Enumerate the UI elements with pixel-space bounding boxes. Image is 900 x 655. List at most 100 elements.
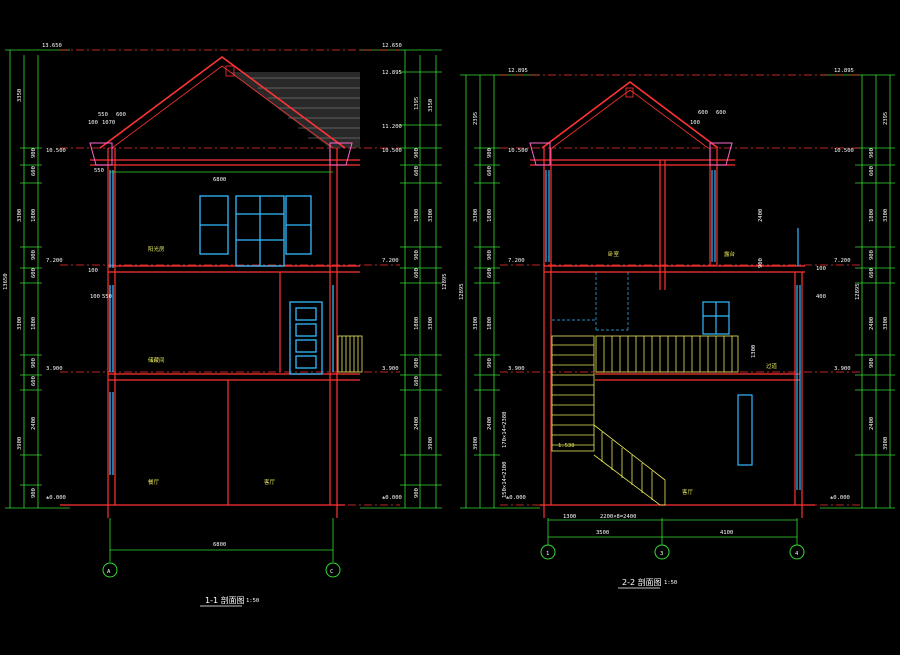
terrace-railing bbox=[595, 335, 739, 373]
elev2-right-1: 10.500 bbox=[834, 148, 854, 154]
axis-lines-2 bbox=[547, 518, 798, 545]
elev-right-6: ±0.000 bbox=[382, 495, 402, 501]
small-dims-2: 600 600 100 2400 900 100 1300 400 bbox=[690, 110, 826, 358]
dim-left-1: 900 bbox=[31, 148, 37, 158]
dims2-left: 2395 900 600 3300 1800 900 600 3300 1800… bbox=[459, 112, 575, 498]
dim-left-5: 900 bbox=[31, 250, 37, 260]
dimension-lines-left-2 bbox=[460, 74, 540, 509]
small-dim-4: 550 bbox=[94, 168, 104, 174]
elev2-left-2: 7.200 bbox=[508, 258, 525, 264]
dim2-left-10: 3900 bbox=[473, 437, 479, 450]
dim2-right-1: 900 bbox=[869, 148, 875, 158]
elev2-left-3: 3.900 bbox=[508, 366, 525, 372]
dimension-lines-left bbox=[5, 49, 70, 509]
small-dim-6: 100 bbox=[90, 294, 100, 300]
dim2-right-6: 600 bbox=[869, 268, 875, 278]
room-label-corridor: 过道 bbox=[766, 362, 778, 370]
dim-left-0: 3350 bbox=[17, 89, 23, 102]
axis-bubble-a bbox=[102, 562, 118, 578]
dim2-left-5: 900 bbox=[487, 250, 493, 260]
small-dim-7: 550 bbox=[102, 294, 112, 300]
dim2-left-2: 600 bbox=[487, 166, 493, 176]
dim-right-9: 1800 bbox=[414, 317, 420, 330]
dim-right-2: 900 bbox=[414, 148, 420, 158]
dim2-left-0: 2395 bbox=[473, 112, 479, 125]
small2-dim-7: 400 bbox=[816, 294, 826, 300]
elev-left-0: 13.650 bbox=[42, 43, 62, 49]
axis-label-4: 4 bbox=[795, 551, 799, 557]
small-dim-2: 100 bbox=[88, 120, 98, 126]
walls bbox=[60, 148, 360, 518]
bottom-dimension: 6800 bbox=[213, 542, 226, 548]
dim2-left-8: 1800 bbox=[487, 317, 493, 330]
small-dims: 550 600 100 1070 550 100 100 550 bbox=[88, 112, 126, 300]
small2-dim-6: 1300 bbox=[751, 345, 757, 358]
small2-dim-4: 900 bbox=[758, 258, 764, 268]
elev-right-3: 10.500 bbox=[382, 148, 402, 154]
elev-right-0: 12.650 bbox=[382, 43, 402, 49]
dim-right-8: 3300 bbox=[428, 317, 434, 330]
dims-left-col1: 3350 900 600 3300 1800 900 600 3300 1800… bbox=[3, 89, 37, 498]
elev2-left-4: ±0.000 bbox=[506, 495, 526, 501]
axis-label-c: C bbox=[330, 569, 333, 575]
dim-total-right: 12895 bbox=[442, 273, 448, 290]
balcony-railing bbox=[337, 335, 363, 373]
dim2-right-9: 900 bbox=[869, 358, 875, 368]
dim2-right-10: 3900 bbox=[883, 437, 889, 450]
section-1-title: 1-1 剖面图 bbox=[205, 595, 245, 605]
axis-bubble-c bbox=[325, 562, 341, 578]
bottom-dim-1: 4100 bbox=[720, 530, 733, 536]
dim2-left-7: 3300 bbox=[473, 317, 479, 330]
section-2-scale: 1:50 bbox=[664, 580, 677, 586]
room-label-sunroom: 阳光房 bbox=[148, 245, 165, 253]
stairs bbox=[551, 335, 666, 506]
dim2-right-2: 600 bbox=[869, 166, 875, 176]
dim-right-14: 900 bbox=[414, 488, 420, 498]
dimension-lines-right bbox=[360, 49, 442, 509]
dim2-right-4: 1800 bbox=[869, 209, 875, 222]
section-2-title: 2-2 剖面图 bbox=[622, 577, 662, 587]
dim2-right-3: 3300 bbox=[883, 209, 889, 222]
dim-left-6: 600 bbox=[31, 268, 37, 278]
dims2-right: 2395 900 600 3300 1800 900 600 3300 2400… bbox=[855, 112, 889, 450]
room-label-living-2: 客厅 bbox=[682, 488, 694, 496]
dim-right-11: 600 bbox=[414, 376, 420, 386]
small2-dim-5: 100 bbox=[816, 266, 826, 272]
small-dim-5: 100 bbox=[88, 268, 98, 274]
section-2-2: 1 3 4 3500 4100 1300 2200×8=2400 卧室 露台 客… bbox=[459, 68, 895, 589]
walls-2 bbox=[530, 148, 815, 518]
elev2-right-3: 3.900 bbox=[834, 366, 851, 372]
hidden-lines bbox=[552, 272, 629, 331]
stair-dim-2: 1.530 bbox=[558, 443, 575, 449]
dim-right-4: 3300 bbox=[428, 209, 434, 222]
room-label-dining: 餐厅 bbox=[148, 478, 160, 486]
roof bbox=[99, 56, 360, 149]
elev-right-2: 11.200 bbox=[382, 124, 402, 130]
elev2-left-0: 12.895 bbox=[508, 68, 528, 74]
dims-right: 3350 1395 900 600 3300 1800 900 600 3300… bbox=[414, 97, 448, 498]
dim2-left-11: 2400 bbox=[487, 417, 493, 430]
axis-lines bbox=[109, 171, 334, 562]
dim2-right-8: 2400 bbox=[869, 317, 875, 330]
dim-right-1: 1395 bbox=[414, 97, 420, 110]
room-label-terrace: 露台 bbox=[724, 250, 736, 258]
dim2-right-11: 2400 bbox=[869, 417, 875, 430]
elev-right-5: 3.900 bbox=[382, 366, 399, 372]
section-1-scale: 1:50 bbox=[246, 598, 259, 604]
dimension-lines-right-2 bbox=[820, 74, 895, 509]
axis-label-a: A bbox=[107, 569, 111, 575]
elev-left-3: 3.900 bbox=[46, 366, 63, 372]
windows-2 bbox=[545, 170, 801, 490]
dim-left-11: 3900 bbox=[17, 437, 23, 450]
dim-left-2: 600 bbox=[31, 166, 37, 176]
axis-bubble-1 bbox=[540, 544, 556, 560]
axis-label-3: 3 bbox=[660, 551, 663, 557]
dim2-right-5: 900 bbox=[869, 250, 875, 260]
stair-dim-1: 170×14=2380 bbox=[502, 412, 508, 448]
dim-left-3: 3300 bbox=[17, 209, 23, 222]
room-label-storage: 储藏间 bbox=[148, 356, 165, 364]
dim2-left-4: 1800 bbox=[487, 209, 493, 222]
sub-dim-1: 2200×8=2400 bbox=[600, 514, 636, 520]
dim-left-9: 900 bbox=[31, 358, 37, 368]
